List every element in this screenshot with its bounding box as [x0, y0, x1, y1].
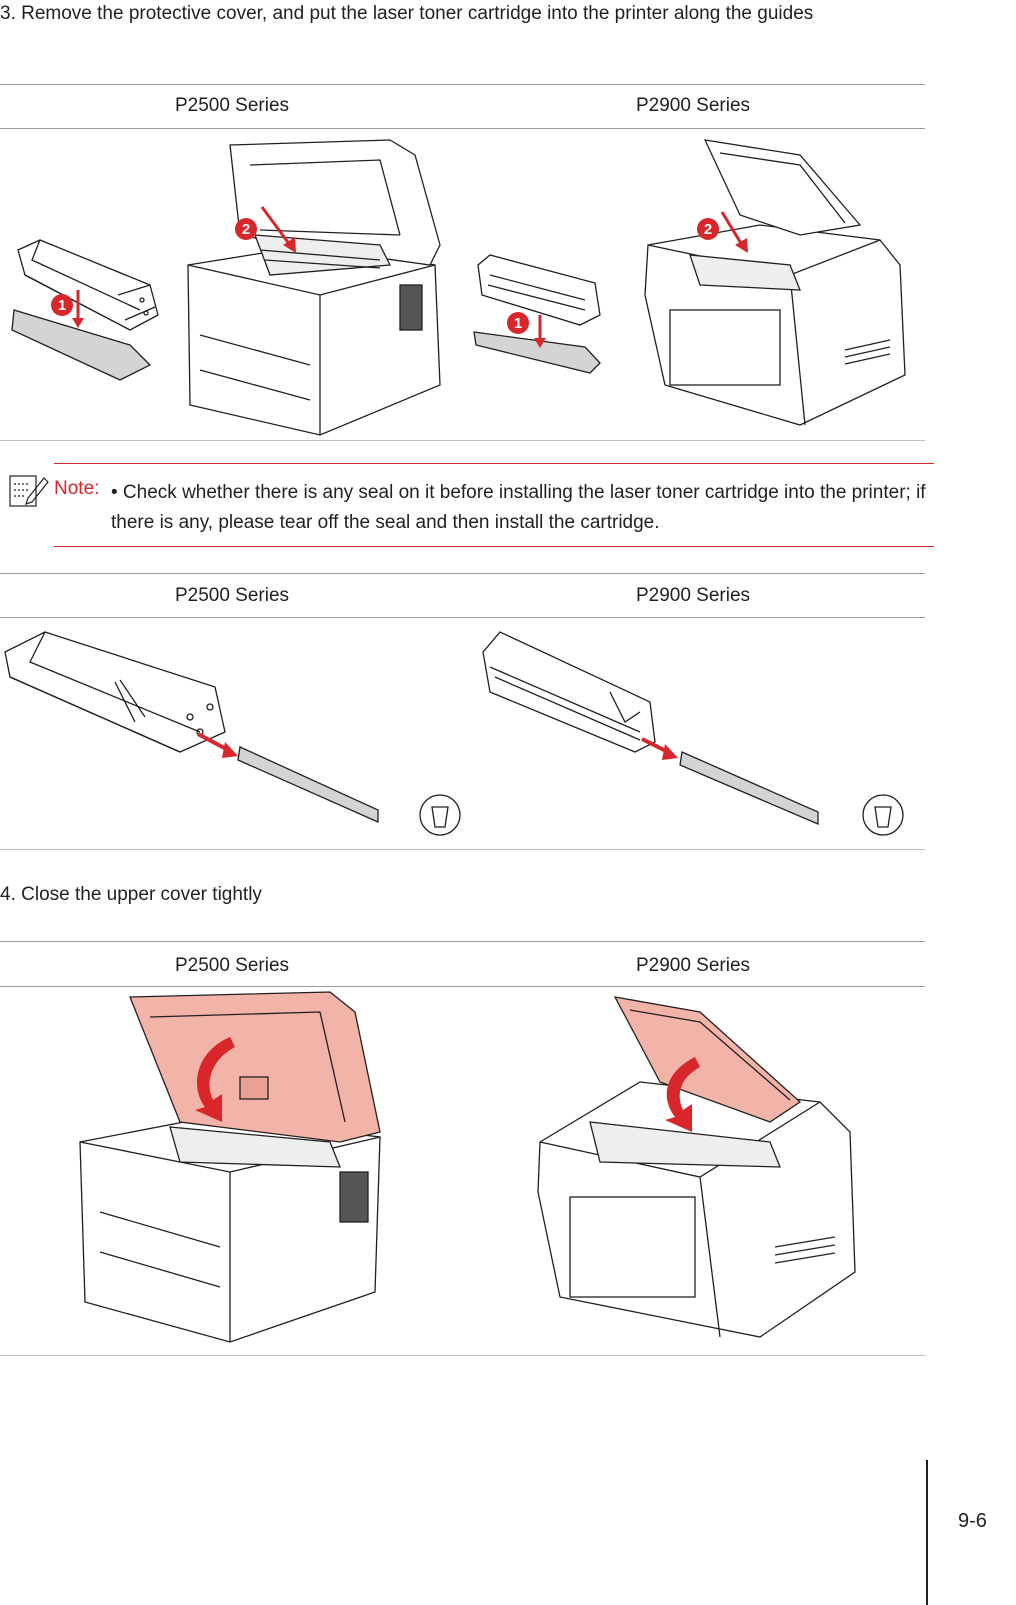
note-bottom-rule	[54, 546, 934, 547]
table-1-top-rule	[0, 84, 925, 85]
table-3-header-rule	[0, 986, 925, 987]
p2900-printer-open-drawing	[644, 139, 906, 426]
p2500-printer-open-drawing	[187, 139, 441, 436]
callout-1-badge	[51, 294, 73, 316]
close-cover-arrow-icon	[195, 1037, 235, 1122]
table-2-bottom-rule	[0, 849, 925, 850]
close-cover-arrow-icon	[665, 1057, 700, 1132]
step-3-text: 3. Remove the protective cover, and put …	[0, 3, 814, 24]
table-3-top-rule	[0, 941, 925, 942]
page-number: 9-6	[958, 1510, 987, 1532]
table-1-col-p2500: P2500 Series	[174, 95, 290, 116]
note-top-rule	[54, 463, 934, 464]
note-label: Note:	[54, 478, 100, 499]
table-3-bottom-rule	[0, 1355, 925, 1356]
callout-1-label: 1	[514, 315, 522, 332]
table-2-col-p2500: P2500 Series	[174, 585, 290, 606]
close-cover-illustration	[79, 991, 856, 1343]
push-arrow-icon	[641, 737, 669, 754]
callout-2-badge	[697, 218, 719, 240]
push-arrow-icon	[197, 732, 229, 752]
note-text: • Check whether there is any seal on it …	[111, 482, 926, 533]
p2500-seal-strip	[237, 746, 379, 823]
down-arrow-icon	[260, 206, 292, 246]
table-3-col-p2500: P2500 Series	[174, 955, 290, 976]
table-2-col-p2900: P2900 Series	[635, 585, 751, 606]
note-pencil-icon	[9, 475, 49, 507]
p2500-protective-cover	[11, 309, 152, 381]
recycle-bin-icon	[419, 794, 461, 836]
p2500-printer-close-drawing	[79, 991, 381, 1343]
remove-seal-illustration	[4, 631, 904, 836]
install-cartridge-illustration: 1 2 1 2	[11, 139, 906, 436]
table-2-header-rule	[0, 617, 925, 618]
table-3-col-p2900: P2900 Series	[635, 955, 751, 976]
p2500-cartridge-drawing	[17, 239, 159, 331]
table-1-header-rule	[0, 128, 925, 129]
table-1-bottom-rule	[0, 440, 925, 441]
callout-1-label: 1	[58, 297, 66, 314]
down-arrow-icon	[720, 211, 744, 246]
p2900-protective-cover	[473, 331, 601, 374]
recycle-bin-icon	[862, 794, 904, 836]
step-4-text: 4. Close the upper cover tightly	[0, 884, 262, 905]
p2900-printer-close-drawing	[537, 996, 856, 1338]
callout-2-label: 2	[242, 221, 250, 238]
table-2-top-rule	[0, 573, 925, 574]
callout-2-label: 2	[704, 221, 712, 238]
table-1-col-p2900: P2900 Series	[635, 95, 751, 116]
p2900-cartridge-seal-drawing	[482, 631, 656, 753]
p2900-seal-strip	[679, 751, 819, 825]
p2900-cartridge-drawing	[477, 254, 601, 326]
callout-1-badge	[507, 312, 529, 334]
page-number-bar	[926, 1460, 928, 1605]
callout-2-badge	[235, 218, 257, 240]
p2500-cartridge-seal-drawing	[4, 631, 226, 753]
